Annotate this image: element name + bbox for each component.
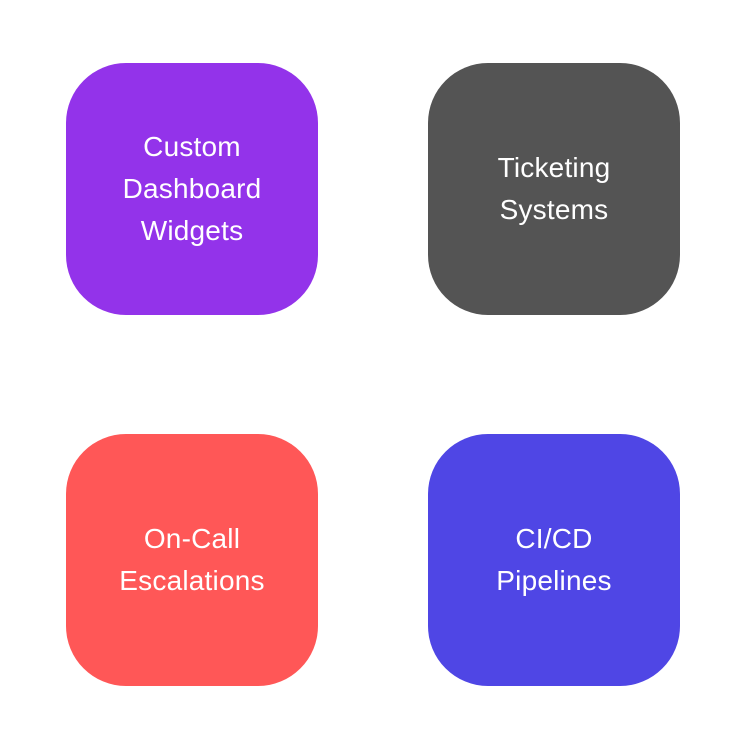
tile-ticketing-systems: Ticketing Systems [428,63,680,315]
tile-ci-cd-pipelines: CI/CD Pipelines [428,434,680,686]
tile-label-on-call-escalations: On-Call Escalations [119,523,265,596]
tile-label-ci-cd-pipelines: CI/CD Pipelines [496,523,612,596]
tile-label-ticketing-systems: Ticketing Systems [497,152,611,225]
tile-label-custom-dashboard-widgets: Custom Dashboard Widgets [122,131,262,246]
tile-on-call-escalations: On-Call Escalations [66,434,318,686]
tile-custom-dashboard-widgets: Custom Dashboard Widgets [66,63,318,315]
